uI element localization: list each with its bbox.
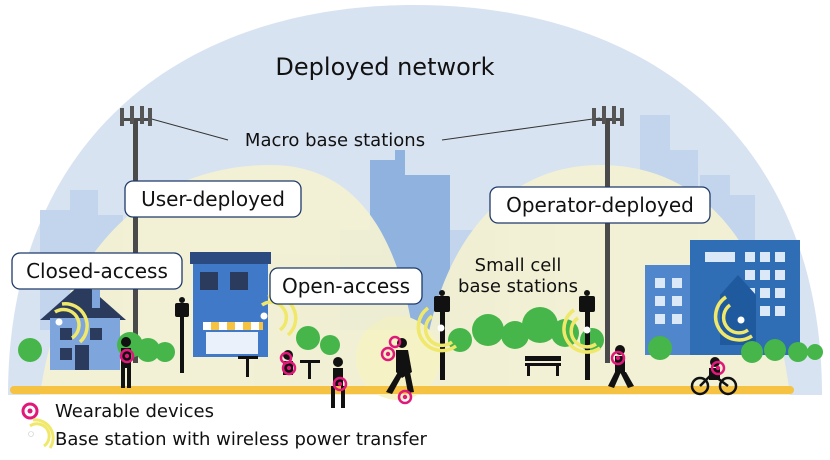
open-access-label: Open-access: [282, 274, 410, 298]
macro-tower-right: [592, 106, 624, 363]
legend-wearable-icon: [21, 402, 39, 420]
operator-deployed-label: Operator-deployed: [506, 193, 694, 217]
bench: [525, 356, 561, 376]
legend-wpt-label: Base station with wireless power transfe…: [55, 429, 428, 450]
small-cell-label-line1: Small cell: [475, 255, 562, 276]
legend-wpt-icon: [29, 422, 51, 448]
user-deployed-label: User-deployed: [141, 187, 285, 211]
legend-wearable-label: Wearable devices: [55, 401, 214, 422]
wearable-markers-center: [124, 351, 721, 400]
legend: Wearable devices Base station with wirel…: [21, 401, 428, 450]
macro-tower-left: [120, 106, 152, 363]
cafe-tables: [238, 356, 320, 379]
legend-wpt-icon-outer: [32, 418, 55, 449]
street-lamp-1: [175, 297, 189, 373]
user-deployed-box: [124, 180, 302, 218]
wearable-markers: [119, 335, 726, 405]
trees: [18, 307, 823, 363]
cafe-building: [190, 252, 271, 357]
road: [10, 386, 794, 394]
office-building: [645, 240, 800, 355]
closed-access-label: Closed-access: [26, 259, 168, 283]
macro-leader-left: [147, 117, 229, 141]
small-cell-label-line2: base stations: [458, 276, 578, 297]
diagram-title: Deployed network: [275, 53, 494, 81]
macro-label: Macro base stations: [245, 130, 425, 151]
street-lamp-3: [579, 290, 595, 380]
macro-leader-right: [441, 117, 601, 141]
house: [40, 282, 126, 370]
open-access-box: [269, 267, 423, 305]
bicycle: [690, 372, 738, 396]
wpt-dots: [55, 312, 745, 334]
legend-wearable-icon-dot: [27, 408, 33, 414]
legend-wpt-dot: [28, 431, 34, 437]
operator-deployed-box: [489, 186, 711, 224]
closed-access-box: [11, 252, 183, 290]
